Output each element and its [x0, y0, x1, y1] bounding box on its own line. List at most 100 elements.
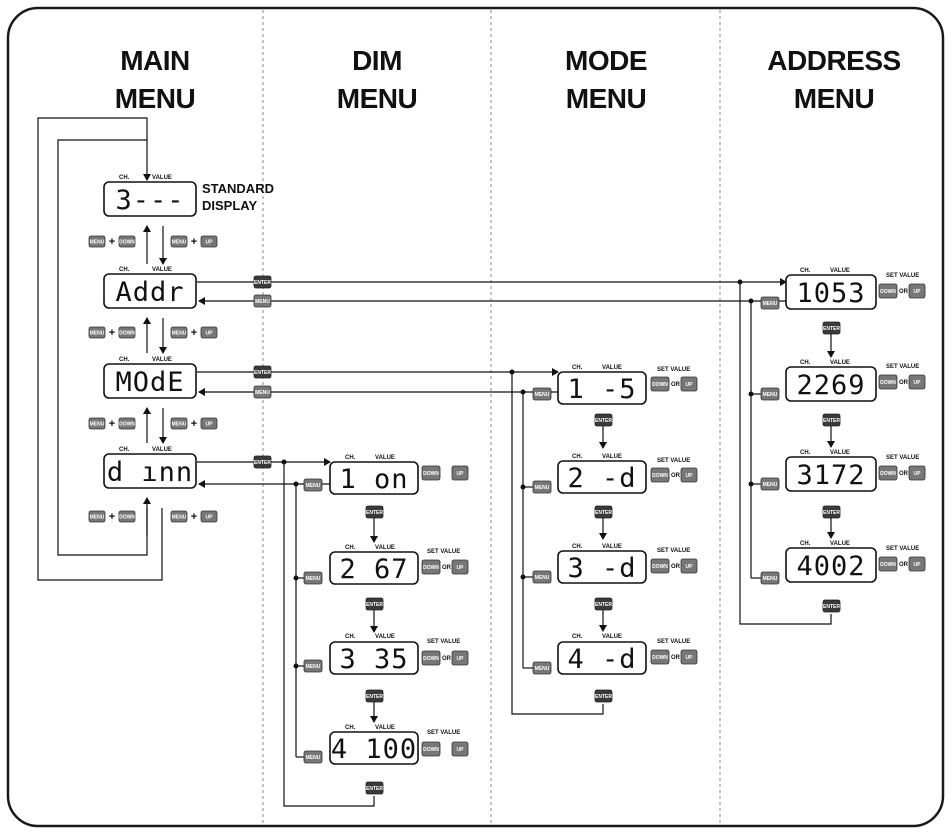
- svg-text:ENTER: ENTER: [366, 786, 383, 792]
- svg-text:CH.: CH.: [119, 447, 130, 453]
- svg-text:DOWN: DOWN: [119, 331, 135, 337]
- menu-plus-down-button[interactable]: MENU + DOWN: [88, 510, 136, 523]
- standard-label: STANDARD: [202, 181, 274, 196]
- mode-enter-3[interactable]: ENTER: [594, 597, 613, 611]
- svg-text:2 -d: 2 -d: [567, 463, 636, 494]
- up-button[interactable]: [451, 741, 469, 757]
- mode-enter-loop: [511, 372, 604, 715]
- main-menu-title-line2: MENU: [115, 83, 195, 114]
- down-button[interactable]: [421, 650, 441, 666]
- svg-text:ENTER: ENTER: [595, 510, 612, 516]
- svg-text:DOWN: DOWN: [119, 515, 135, 521]
- down-button[interactable]: [878, 374, 898, 390]
- down-button[interactable]: [421, 559, 441, 575]
- up-button[interactable]: [908, 374, 926, 390]
- up-button[interactable]: [680, 649, 698, 665]
- menu-button[interactable]: [303, 659, 323, 673]
- svg-text:OR: OR: [671, 655, 681, 661]
- dim-enter-4[interactable]: ENTER: [365, 781, 384, 795]
- svg-text:VALUE: VALUE: [375, 545, 395, 551]
- menu-plus-down-button[interactable]: MENU + DOWN: [88, 235, 136, 248]
- down-button[interactable]: [421, 741, 441, 757]
- menu-button[interactable]: [760, 477, 780, 491]
- menu-plus-up-button[interactable]: MENU + UP: [170, 235, 218, 248]
- junction-dot: [520, 574, 526, 580]
- down-button[interactable]: [650, 376, 670, 392]
- svg-text:2269: 2269: [796, 370, 865, 401]
- svg-text:Addr: Addr: [115, 277, 184, 308]
- svg-text:+: +: [109, 418, 115, 430]
- menu-button[interactable]: [303, 571, 323, 585]
- menu-button[interactable]: [303, 750, 323, 764]
- junction-dot: [737, 279, 743, 285]
- down-button[interactable]: [878, 465, 898, 481]
- down-button[interactable]: [878, 556, 898, 572]
- svg-text:3172: 3172: [796, 460, 865, 491]
- up-button[interactable]: [908, 556, 926, 572]
- dim-enter-3[interactable]: ENTER: [365, 689, 384, 703]
- menu-plus-up-button[interactable]: MENU + UP: [170, 510, 218, 523]
- addr-menu-button[interactable]: MENU: [253, 294, 272, 308]
- svg-text:MENU: MENU: [306, 576, 321, 582]
- menu-plus-down-button[interactable]: MENU + DOWN: [88, 417, 136, 430]
- address-enter-2[interactable]: ENTER: [822, 413, 841, 427]
- up-button[interactable]: [908, 283, 926, 299]
- menu-button[interactable]: [760, 571, 780, 585]
- outer-frame: [6, 6, 945, 828]
- svg-text:DOWN: DOWN: [880, 380, 896, 386]
- menu-plus-up-button[interactable]: MENU + UP: [170, 417, 218, 430]
- up-button[interactable]: [680, 467, 698, 483]
- addr-enter-button[interactable]: ENTER: [253, 275, 272, 289]
- svg-text:VALUE: VALUE: [375, 455, 395, 461]
- address-menu-title-line1: ADDRESS: [767, 45, 900, 76]
- down-button[interactable]: [878, 283, 898, 299]
- menu-plus-down-button[interactable]: MENU + DOWN: [88, 326, 136, 339]
- down-button[interactable]: [650, 467, 670, 483]
- menu-button[interactable]: [760, 387, 780, 401]
- mode-menu-button[interactable]: MENU: [253, 385, 272, 399]
- svg-text:DOWN: DOWN: [652, 564, 668, 570]
- down-button[interactable]: [650, 649, 670, 665]
- up-button[interactable]: [680, 558, 698, 574]
- svg-text:CH.: CH.: [119, 357, 130, 363]
- mode-enter-button[interactable]: ENTER: [253, 365, 272, 379]
- mode-enter-2[interactable]: ENTER: [594, 505, 613, 519]
- junction-dot: [520, 389, 526, 395]
- dim-enter-button[interactable]: ENTER: [253, 455, 272, 469]
- svg-text:OR: OR: [671, 382, 681, 388]
- down-button[interactable]: [650, 558, 670, 574]
- address-row-3: MENU CH. VALUE SET VALUE 3172 DOWN OR UP: [760, 450, 926, 492]
- mode-enter-4[interactable]: ENTER: [594, 689, 613, 703]
- up-button[interactable]: [451, 559, 469, 575]
- svg-text:OR: OR: [899, 562, 909, 568]
- menu-button[interactable]: [303, 478, 323, 492]
- dim-enter-1[interactable]: ENTER: [365, 505, 384, 519]
- menu-plus-up-button[interactable]: MENU + UP: [170, 326, 218, 339]
- up-button[interactable]: [680, 376, 698, 392]
- dim-enter-2[interactable]: ENTER: [365, 597, 384, 611]
- up-button[interactable]: [451, 465, 469, 481]
- up-button[interactable]: [908, 465, 926, 481]
- mode-enter-1[interactable]: ENTER: [594, 413, 613, 427]
- address-enter-4[interactable]: ENTER: [822, 599, 841, 613]
- svg-text:SET VALUE: SET VALUE: [427, 639, 460, 645]
- svg-text:UP: UP: [686, 564, 694, 570]
- menu-button[interactable]: [532, 387, 552, 401]
- svg-text:VALUE: VALUE: [152, 357, 172, 363]
- down-button[interactable]: [421, 465, 441, 481]
- display-label: DISPLAY: [202, 198, 257, 213]
- svg-text:DOWN: DOWN: [652, 382, 668, 388]
- address-enter-1[interactable]: ENTER: [822, 321, 841, 335]
- menu-button[interactable]: [532, 480, 552, 494]
- menu-button[interactable]: [532, 661, 552, 675]
- junction-dot: [281, 459, 287, 465]
- menu-button[interactable]: [760, 296, 780, 310]
- up-button[interactable]: [451, 650, 469, 666]
- svg-text:ENTER: ENTER: [254, 280, 271, 286]
- addr-enter-loop: [739, 282, 832, 625]
- junction-dot: [509, 369, 515, 375]
- address-enter-3[interactable]: ENTER: [822, 505, 841, 519]
- menu-button[interactable]: [532, 570, 552, 584]
- dim-menu-title-line1: DIM: [352, 45, 402, 76]
